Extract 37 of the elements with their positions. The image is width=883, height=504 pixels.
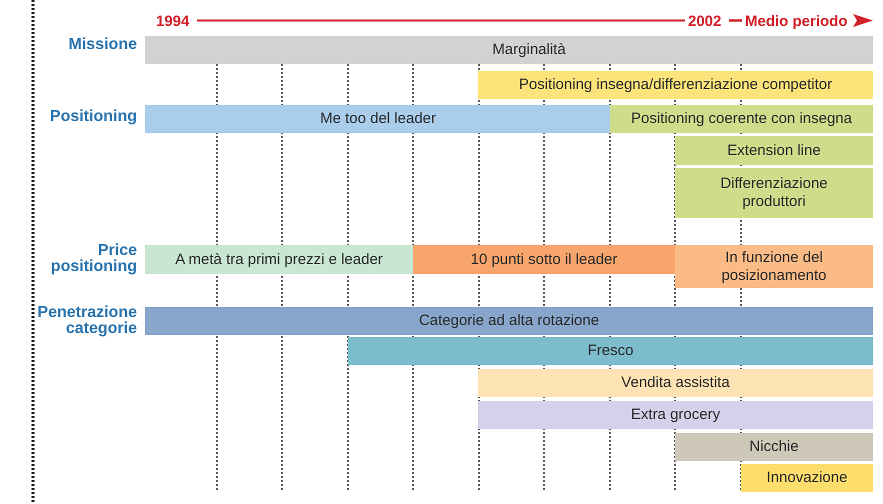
timeline-period-label: Medio periodo: [745, 12, 848, 32]
timeline-bar: [610, 105, 873, 133]
row-heading: Penetrazione categorie: [36, 305, 137, 337]
timeline-bar: [675, 168, 873, 218]
timeline-bar: [478, 71, 873, 99]
bar-label: Nicchie: [748, 438, 800, 456]
timeline-bar: [145, 105, 610, 133]
bar-label: Differenziazione produttori: [719, 175, 829, 211]
bar-label: In funzione del posizionamento: [720, 248, 828, 284]
bar-label: Innovazione: [766, 469, 848, 487]
timeline-bar: [675, 433, 873, 461]
row-heading: Missione: [68, 36, 137, 54]
bar-label: Me too del leader: [319, 110, 437, 128]
bar-label: Extra grocery: [630, 406, 722, 424]
timeline-end-year: 2002: [688, 12, 722, 32]
bar-label: Marginalità: [491, 41, 567, 59]
bar-label: Positioning insegna/differenziazione competitor: [518, 76, 834, 94]
bar-label: Vendita assistita: [620, 374, 731, 392]
bar-label: Categorie ad alta rotazione: [418, 312, 600, 330]
timeline-bar: [478, 401, 873, 429]
row-heading: Price positioning: [50, 243, 137, 275]
bar-label: 10 punti sotto il leader: [470, 250, 618, 268]
timeline-bar: [478, 369, 873, 397]
bar-label: Fresco: [586, 342, 634, 360]
timeline-bar: [145, 36, 873, 64]
bar-label: A metà tra primi prezzi e leader: [174, 250, 384, 268]
timeline-bar: [348, 337, 873, 365]
timeline-start-year: 1994: [156, 12, 190, 32]
bar-label: Positioning coerente con insegna: [630, 110, 853, 128]
row-heading: Positioning: [48, 108, 137, 126]
timeline-bar: [413, 245, 675, 274]
timeline-bar: [675, 245, 873, 288]
timeline-bar: [145, 245, 413, 274]
bar-label: Extension line: [726, 142, 822, 160]
timeline-bar: [145, 307, 873, 335]
timeline-bar: [741, 464, 873, 492]
timeline-bar: [675, 136, 873, 165]
